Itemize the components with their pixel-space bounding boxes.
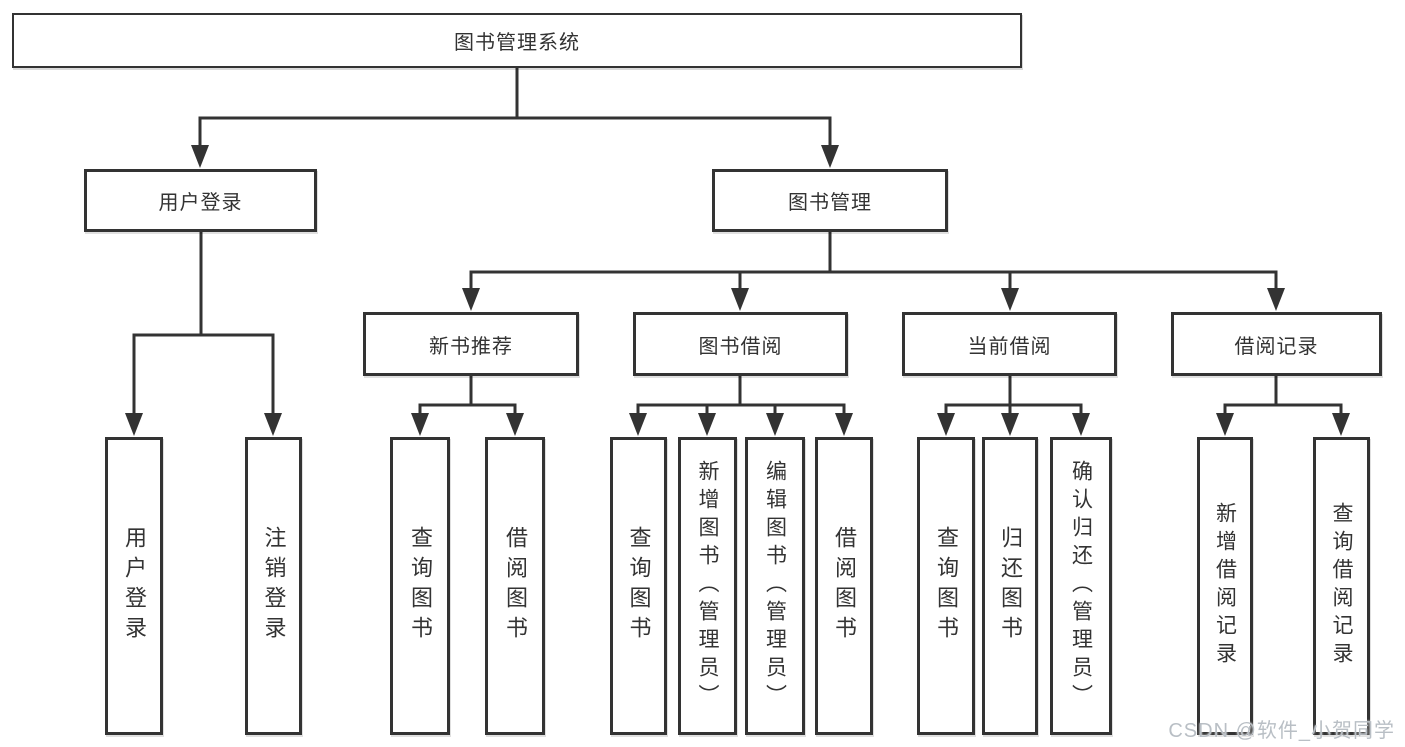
arrow-icon [411, 413, 429, 436]
arrow-icon [462, 288, 480, 311]
arrow-icon [1072, 413, 1090, 436]
node-label: 新书推荐 [429, 335, 513, 358]
leaf-query-books-recommend: 查询图书 [390, 437, 450, 735]
leaf-label: 查询图书 [626, 526, 652, 646]
arrow-icon [821, 145, 839, 168]
arrow-icon [629, 413, 647, 436]
leaf-label: 归还图书 [998, 526, 1023, 646]
node-label: 当前借阅 [967, 335, 1052, 358]
connector-lines [132, 66, 1343, 420]
node-new-book-recommend: 新书推荐 [363, 312, 579, 376]
arrowhead-icons [125, 145, 1350, 436]
leaf-borrow-books-recommend: 借阅图书 [485, 437, 545, 735]
node-current-borrowing: 当前借阅 [902, 312, 1117, 376]
leaf-add-books-admin: 新增图书（管理员） [678, 437, 737, 735]
csdn-watermark: CSDN @软件_小贺同学 [1168, 720, 1395, 742]
node-label: 图书管理系统 [454, 32, 580, 54]
leaf-label: 查询借阅记录 [1330, 502, 1353, 670]
leaf-query-borrow-record: 查询借阅记录 [1313, 437, 1370, 735]
arrow-icon [506, 413, 524, 436]
node-book-borrowing: 图书借阅 [633, 312, 848, 376]
leaf-label: 编辑图书（管理员） [763, 460, 787, 712]
arrow-icon [1267, 288, 1285, 311]
leaf-label: 借阅图书 [832, 526, 857, 646]
leaf-label: 查询图书 [934, 526, 959, 646]
leaf-logout: 注销登录 [245, 437, 302, 735]
arrow-icon [766, 413, 784, 436]
arrow-icon [1001, 413, 1019, 436]
arrow-icon [264, 413, 282, 436]
leaf-label: 用户登录 [122, 526, 147, 646]
node-borrow-records: 借阅记录 [1171, 312, 1382, 376]
arrow-icon [937, 413, 955, 436]
leaf-return-books: 归还图书 [982, 437, 1038, 735]
node-book-management: 图书管理 [712, 169, 948, 232]
node-user-login: 用户登录 [84, 169, 317, 232]
leaf-user-login: 用户登录 [105, 437, 163, 735]
leaf-label: 新增图书（管理员） [696, 460, 719, 712]
arrow-icon [731, 288, 749, 311]
node-label: 借阅记录 [1234, 335, 1319, 358]
leaf-label: 确认归还（管理员） [1069, 460, 1093, 712]
node-label: 用户登录 [158, 192, 243, 214]
arrow-icon [1001, 288, 1019, 311]
leaf-query-books-borrowing: 查询图书 [610, 437, 667, 735]
arrow-icon [125, 413, 143, 436]
leaf-query-books-current: 查询图书 [917, 437, 975, 735]
arrow-icon [191, 145, 209, 168]
leaf-edit-books-admin: 编辑图书（管理员） [745, 437, 805, 735]
leaf-borrow-books-borrowing: 借阅图书 [815, 437, 873, 735]
arrow-icon [1332, 413, 1350, 436]
leaf-confirm-return-admin: 确认归还（管理员） [1050, 437, 1112, 735]
leaf-add-borrow-record: 新增借阅记录 [1197, 437, 1253, 735]
leaf-label: 查询图书 [408, 526, 433, 646]
arrow-icon [1216, 413, 1234, 436]
node-label: 图书借阅 [698, 335, 783, 358]
arrow-icon [835, 413, 853, 436]
leaf-label: 新增借阅记录 [1213, 502, 1237, 670]
leaf-label: 借阅图书 [503, 526, 528, 646]
node-label: 图书管理 [788, 192, 872, 214]
arrow-icon [698, 413, 716, 436]
leaf-label: 注销登录 [261, 526, 287, 646]
node-library-system: 图书管理系统 [12, 13, 1022, 68]
